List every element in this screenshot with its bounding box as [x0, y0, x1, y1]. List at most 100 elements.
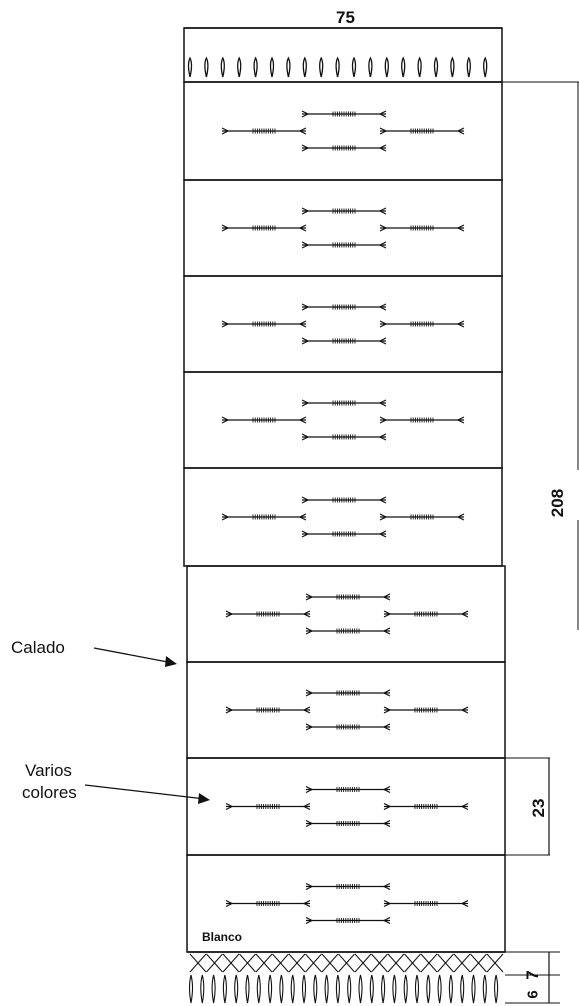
arrowhead-right-icon	[305, 882, 314, 891]
arrowhead-left-icon	[298, 320, 307, 328]
arrow-icon	[198, 793, 210, 804]
net-strand	[486, 953, 504, 973]
tassel-icon	[211, 974, 216, 1004]
arrowhead-left-icon	[460, 899, 469, 908]
stitch-motif-icon	[225, 689, 469, 731]
arrowhead-left-icon	[298, 513, 307, 521]
arrowhead-left-icon	[378, 399, 387, 407]
tassel-icon	[290, 974, 295, 1004]
net-strand	[470, 953, 487, 973]
tassel-icon	[358, 974, 363, 1004]
arrowhead-right-icon	[305, 627, 314, 635]
arrowhead-right-icon	[225, 802, 234, 811]
arrowhead-left-icon	[382, 627, 391, 635]
net-strand	[453, 953, 471, 973]
arrowhead-right-icon	[301, 241, 310, 249]
arrowhead-right-icon	[305, 689, 314, 697]
arrowhead-left-icon	[378, 433, 387, 441]
fringe-group	[187, 951, 505, 1004]
tassel-icon	[381, 974, 386, 1004]
tassel-icon	[237, 56, 242, 78]
arrow-icon	[165, 656, 177, 667]
arrowhead-right-icon	[301, 433, 310, 441]
arrowhead-right-icon	[305, 593, 314, 601]
tassel-icon	[268, 974, 273, 1004]
tassel-icon	[483, 56, 488, 78]
tassel-icon	[335, 56, 340, 78]
arrowhead-right-icon	[379, 127, 388, 135]
arrowhead-left-icon	[378, 241, 387, 249]
arrowhead-right-icon	[301, 144, 310, 152]
tassel-icon	[401, 56, 406, 78]
tassel-icon	[187, 56, 193, 78]
arrowhead-left-icon	[382, 785, 391, 794]
tassel-icon	[245, 974, 250, 1004]
arrowhead-right-icon	[305, 819, 314, 828]
arrowhead-left-icon	[378, 530, 387, 538]
arrowhead-left-icon	[378, 303, 387, 311]
dimension-lines	[184, 27, 579, 1004]
tassel-icon	[253, 56, 258, 78]
tassel-icon	[313, 974, 318, 1004]
arrowhead-right-icon	[379, 320, 388, 328]
tassel-icon	[426, 974, 431, 1004]
tassel-icon	[302, 56, 307, 78]
width-dimension-label: 75	[336, 8, 355, 27]
panel-height-dimension-label: 23	[529, 798, 548, 818]
arrowhead-right-icon	[225, 899, 234, 908]
net-strand	[437, 953, 454, 973]
panel-2	[183, 179, 503, 277]
tassel-icon	[324, 974, 329, 1004]
panel-4	[183, 371, 503, 469]
arrowhead-right-icon	[305, 916, 314, 925]
tassel-icon	[414, 974, 420, 1004]
tassel-icon	[188, 974, 194, 1004]
net-strand	[305, 953, 322, 973]
varios-colores-label-line1: Varios	[25, 761, 72, 780]
arrowhead-left-icon	[382, 819, 391, 828]
tassel-icon	[417, 56, 422, 78]
tassel-icon	[234, 974, 239, 1004]
net-strand	[354, 953, 372, 973]
arrowhead-left-icon	[298, 224, 307, 232]
tassel-icon	[335, 974, 340, 1004]
tassel-icon	[200, 974, 205, 1004]
arrowhead-right-icon	[383, 802, 392, 811]
tassel-icon	[448, 974, 453, 1004]
arrowhead-right-icon	[301, 207, 310, 215]
arrowhead-left-icon	[456, 127, 465, 135]
net-strand	[371, 953, 388, 973]
arrowhead-left-icon	[382, 723, 391, 731]
stitch-motif-icon	[221, 110, 465, 152]
arrowhead-left-icon	[382, 882, 391, 891]
arrowhead-right-icon	[301, 530, 310, 538]
stitch-motif-icon	[221, 496, 465, 538]
arrowhead-left-icon	[382, 593, 391, 601]
net-strand	[222, 953, 240, 973]
panel-3	[183, 275, 503, 373]
arrowhead-left-icon	[302, 610, 311, 618]
arrowhead-right-icon	[379, 416, 388, 424]
arrowhead-right-icon	[383, 706, 392, 714]
arrowhead-right-icon	[221, 513, 230, 521]
tassel-icon	[460, 974, 465, 1004]
net-strand	[189, 953, 207, 973]
arrowhead-left-icon	[378, 496, 387, 504]
tassel-icon	[301, 974, 307, 1004]
stitch-motif-icon	[221, 303, 465, 345]
stitch-motif-icon	[225, 882, 469, 925]
arrowhead-left-icon	[378, 110, 387, 118]
panel-5	[183, 467, 503, 567]
panel-8	[186, 757, 506, 856]
arrowhead-right-icon	[383, 610, 392, 618]
net-strand	[255, 953, 273, 973]
net-strand	[321, 953, 339, 973]
calado-arrow-line	[93, 647, 174, 664]
tassel-icon	[256, 974, 261, 1004]
arrowhead-right-icon	[301, 110, 310, 118]
net-strand	[288, 953, 306, 973]
panel-7	[186, 661, 506, 759]
arrowhead-left-icon	[382, 689, 391, 697]
arrowhead-left-icon	[378, 144, 387, 152]
